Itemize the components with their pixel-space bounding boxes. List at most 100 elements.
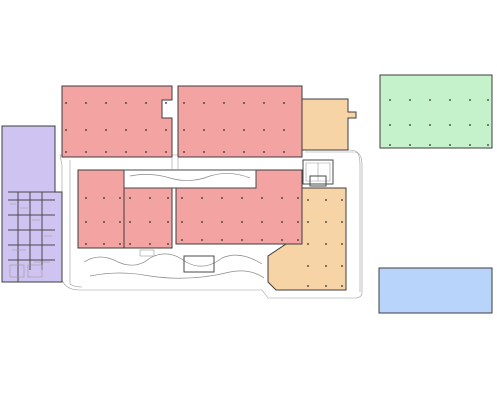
structural-column — [203, 129, 205, 131]
structural-column — [389, 124, 391, 126]
zone-retail-south-east — [175, 169, 303, 245]
anchor-south-columns — [307, 199, 343, 287]
zone-retail-south-center — [123, 187, 173, 249]
structural-column — [85, 197, 87, 199]
structural-column — [469, 124, 471, 126]
structural-column — [307, 243, 309, 245]
structural-column — [145, 129, 147, 131]
retail-north-east-fill — [177, 85, 303, 158]
structural-column — [65, 151, 67, 153]
structural-column — [409, 144, 411, 146]
structural-column — [167, 197, 169, 199]
structural-column — [129, 221, 131, 223]
structural-column — [167, 221, 169, 223]
retail-north-west-fill — [61, 85, 173, 158]
structural-column — [341, 265, 343, 267]
zone-anchor-south — [267, 187, 347, 291]
structural-column — [261, 197, 263, 199]
retail-south-center-fill — [123, 187, 173, 249]
structural-column — [181, 197, 183, 199]
structural-column — [325, 285, 327, 287]
legend-green-columns — [389, 99, 489, 146]
structural-column — [487, 124, 489, 126]
retail-north-west-columns — [65, 102, 167, 153]
structural-column — [325, 243, 327, 245]
retail-south-west-fill — [77, 169, 125, 249]
structural-column — [281, 221, 283, 223]
structural-column — [165, 102, 167, 104]
structural-column — [183, 129, 185, 131]
structural-column — [487, 99, 489, 101]
structural-column — [281, 197, 283, 199]
structural-column — [281, 239, 283, 241]
structural-column — [241, 221, 243, 223]
zone-retail-south-west — [77, 169, 125, 249]
zone-office-west — [1, 125, 63, 283]
structural-column — [449, 99, 451, 101]
structural-column — [119, 221, 121, 223]
structural-column — [297, 239, 299, 241]
structural-column — [221, 239, 223, 241]
structural-column — [307, 199, 309, 201]
structural-column — [119, 243, 121, 245]
structural-column — [243, 102, 245, 104]
structural-column — [129, 197, 131, 199]
structural-column — [103, 221, 105, 223]
structural-column — [429, 99, 431, 101]
legend-blue-fill — [378, 267, 493, 314]
retail-south-west-columns — [85, 197, 121, 245]
structural-column — [201, 197, 203, 199]
structural-column — [221, 197, 223, 199]
structural-column — [65, 102, 67, 104]
service-core — [302, 159, 334, 187]
structural-column — [297, 221, 299, 223]
structural-column — [241, 197, 243, 199]
structural-column — [263, 102, 265, 104]
structural-column — [149, 221, 151, 223]
structural-column — [119, 197, 121, 199]
structural-column — [409, 99, 411, 101]
anchor-north-fill — [301, 98, 357, 151]
zone-retail-north-west — [61, 85, 173, 158]
structural-column — [223, 151, 225, 153]
structural-column — [325, 221, 327, 223]
retail-south-east-columns — [181, 197, 299, 241]
structural-column — [429, 124, 431, 126]
structural-column — [449, 144, 451, 146]
structural-column — [469, 99, 471, 101]
structural-column — [307, 265, 309, 267]
structural-column — [283, 102, 285, 104]
structural-column — [389, 99, 391, 101]
structural-column — [429, 144, 431, 146]
zone-retail-north-east — [177, 85, 303, 158]
structural-column — [85, 221, 87, 223]
structural-column — [125, 102, 127, 104]
structural-column — [203, 151, 205, 153]
structural-column — [103, 243, 105, 245]
zone-legend-blue — [378, 267, 493, 314]
structural-column — [307, 221, 309, 223]
structural-column — [125, 129, 127, 131]
structural-column — [223, 102, 225, 104]
structural-column — [261, 221, 263, 223]
structural-column — [181, 221, 183, 223]
structural-column — [263, 129, 265, 131]
structural-column — [181, 239, 183, 241]
structural-column — [221, 221, 223, 223]
structural-column — [165, 129, 167, 131]
structural-column — [449, 124, 451, 126]
office-west-fill — [1, 125, 63, 283]
structural-column — [283, 151, 285, 153]
structural-column — [389, 144, 391, 146]
structural-column — [105, 151, 107, 153]
structural-column — [261, 239, 263, 241]
anchor-south-fill — [267, 187, 347, 291]
structural-column — [85, 102, 87, 104]
structural-column — [201, 221, 203, 223]
structural-column — [149, 197, 151, 199]
structural-column — [263, 151, 265, 153]
retail-north-east-columns — [183, 102, 285, 153]
mall-corridor-details — [83, 157, 265, 279]
structural-column — [409, 124, 411, 126]
